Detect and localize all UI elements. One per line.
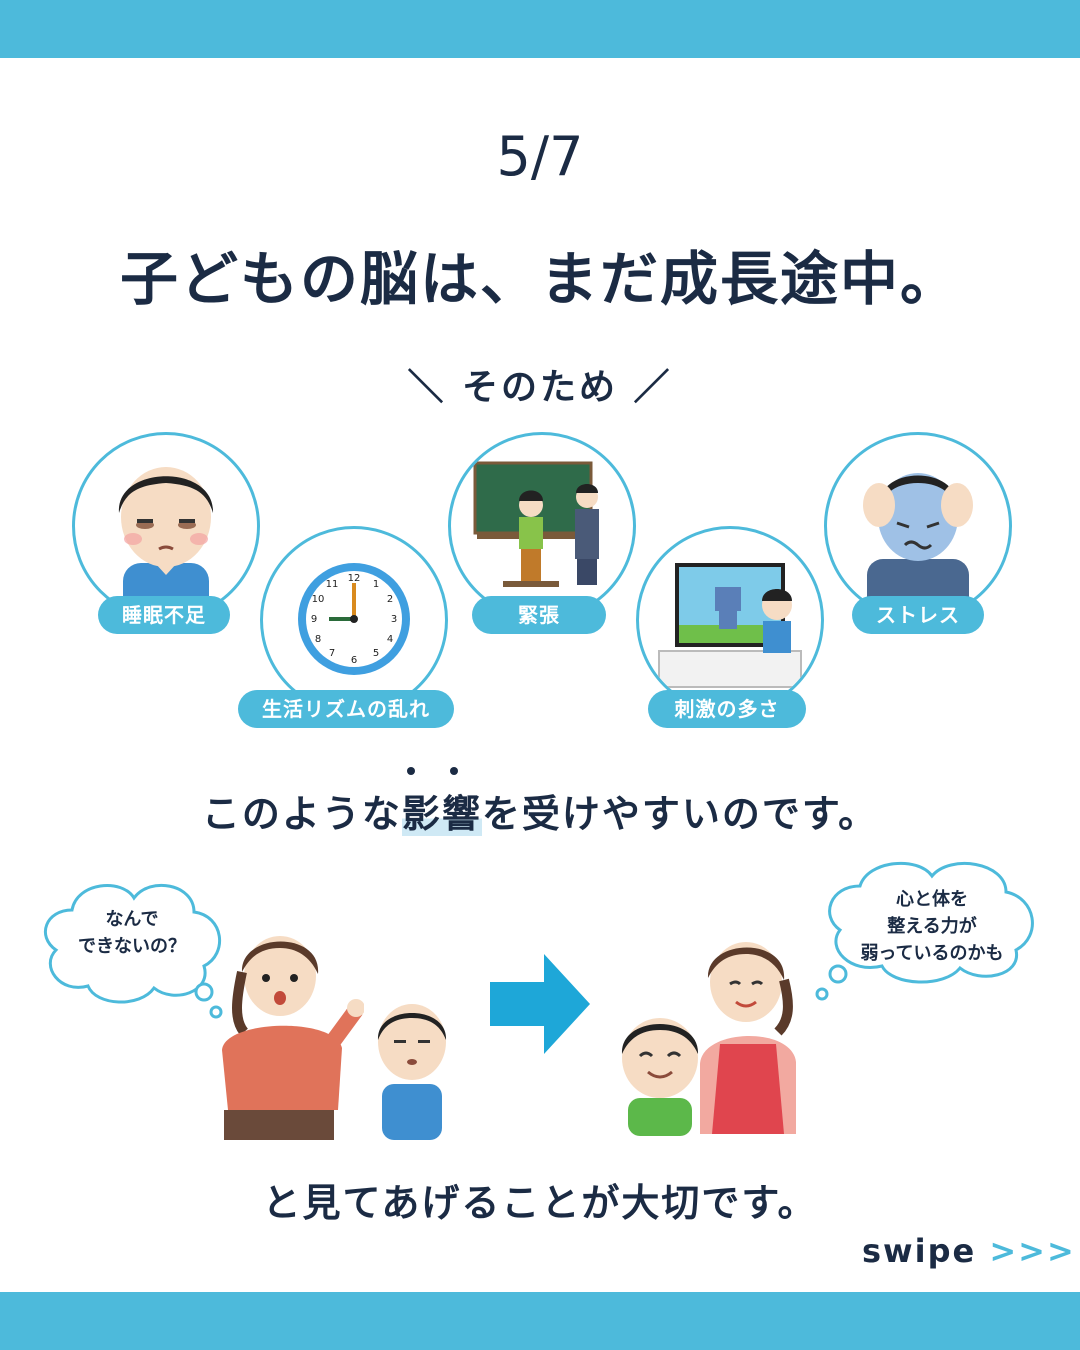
happy-boy-icon bbox=[621, 1018, 699, 1136]
conclusion: と見てあげることが大切です。 bbox=[262, 1181, 818, 1225]
svg-text:8: 8 bbox=[315, 634, 321, 645]
factor-label-stress: ストレス bbox=[852, 596, 984, 634]
bubble-right-text: 心と体を 整える力が 弱っているのかも bbox=[860, 889, 1004, 964]
svg-text:9: 9 bbox=[311, 614, 317, 625]
tv-child-icon bbox=[658, 563, 802, 688]
factor-circle-stimulus bbox=[636, 526, 824, 714]
factor-circle-nervous bbox=[448, 432, 636, 620]
impact-after: を受けやすいのです。 bbox=[481, 792, 879, 836]
factor-circle-stress bbox=[824, 432, 1012, 620]
bored-boy-icon bbox=[377, 1004, 447, 1140]
factor-label-rhythm: 生活リズムの乱れ bbox=[238, 690, 454, 728]
svg-text:12: 12 bbox=[348, 573, 361, 584]
svg-text:6: 6 bbox=[351, 655, 357, 666]
bubble-left-text: なんで できないの？ bbox=[78, 909, 186, 957]
impact-highlight: 影響 bbox=[401, 792, 482, 836]
arrow-right-icon bbox=[490, 954, 590, 1054]
factor-label-nervous: 緊張 bbox=[472, 596, 606, 634]
sleepy-boy-icon bbox=[118, 467, 214, 617]
thought-bubble-right bbox=[815, 861, 1034, 1001]
caring-mother-icon bbox=[700, 942, 796, 1134]
factor-circle-sleep bbox=[72, 432, 260, 620]
factor-label-stimulus: 刺激の多さ bbox=[648, 690, 806, 728]
swipe-hint[interactable]: swipe >>> bbox=[862, 1232, 1076, 1270]
impact-sentence: このような影響を受けやすいのです。 bbox=[0, 783, 1080, 838]
svg-text:10: 10 bbox=[312, 594, 325, 605]
subheading: ＼ そのため ／ bbox=[407, 367, 673, 408]
stressed-person-icon bbox=[863, 473, 973, 617]
factor-label-sleep: 睡眠不足 bbox=[98, 596, 230, 634]
thought-bubble-left bbox=[43, 883, 223, 1019]
svg-text:4: 4 bbox=[387, 634, 393, 645]
scolding-mother-icon bbox=[222, 936, 364, 1140]
svg-text:2: 2 bbox=[387, 594, 393, 605]
emphasis-dot bbox=[450, 767, 458, 775]
svg-text:1: 1 bbox=[373, 579, 379, 590]
swipe-arrows-icon: >>> bbox=[989, 1232, 1076, 1270]
emphasis-dot bbox=[407, 767, 415, 775]
bottom-bar bbox=[0, 1292, 1080, 1350]
top-bar bbox=[0, 0, 1080, 58]
page-number: 5/7 bbox=[496, 125, 584, 188]
impact-before: このような bbox=[201, 792, 402, 836]
svg-text:5: 5 bbox=[373, 648, 379, 659]
svg-text:11: 11 bbox=[326, 579, 339, 590]
nervous-student-icon bbox=[473, 461, 599, 587]
headline: 子どもの脳は、まだ成長途中。 bbox=[119, 245, 960, 313]
svg-text:3: 3 bbox=[391, 614, 397, 625]
svg-text:7: 7 bbox=[329, 648, 335, 659]
swipe-label: swipe bbox=[862, 1232, 977, 1270]
